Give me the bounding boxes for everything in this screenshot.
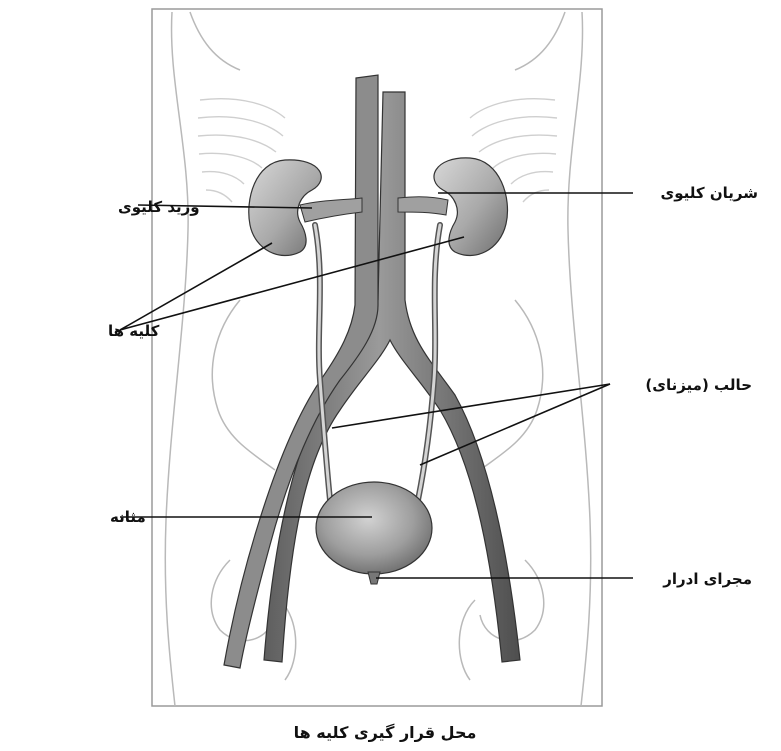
label-bladder: مثانه (110, 508, 146, 526)
bladder (316, 482, 432, 574)
label-renal-artery: شریان کلیوی (661, 184, 759, 202)
label-ureter: حالب (میزنای) (645, 376, 752, 394)
renal-artery (398, 197, 448, 215)
label-renal-vein: ورید کلیوی (118, 198, 200, 216)
diagram-caption: محل قرار گیری کلیه ها (294, 723, 477, 742)
label-kidneys: کلیه ها (108, 322, 160, 340)
label-urethra: مجرای ادرار (662, 570, 752, 588)
